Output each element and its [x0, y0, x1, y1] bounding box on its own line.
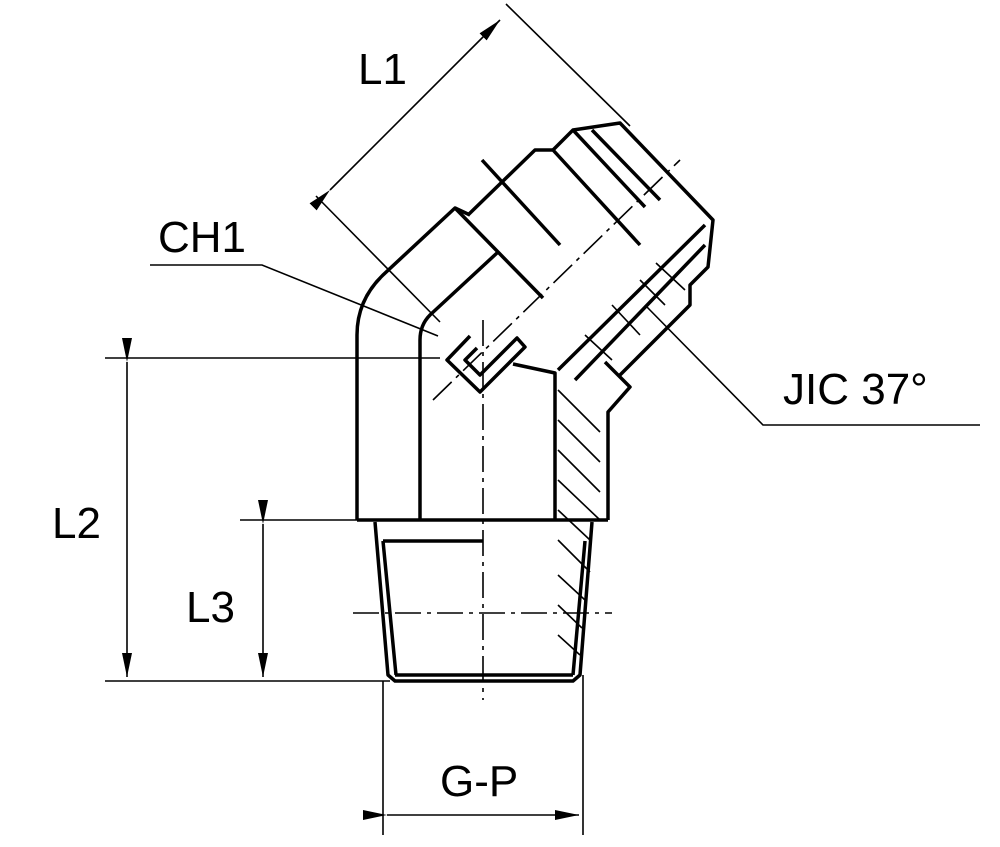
dimension-l3: L3	[186, 500, 357, 677]
label-l3: L3	[186, 583, 235, 632]
label-l2: L2	[52, 499, 101, 548]
label-gp: G-P	[440, 757, 518, 806]
label-l1: L1	[358, 45, 407, 94]
elbow-body	[355, 121, 715, 656]
leader-ch1: CH1	[150, 213, 439, 337]
centerlines	[353, 159, 681, 700]
tapered-thread	[373, 521, 594, 683]
dimension-l2: L2	[52, 338, 440, 682]
dimension-l1: L1	[309, 3, 631, 323]
label-jic: JIC 37°	[783, 365, 928, 414]
label-ch1: CH1	[158, 213, 246, 262]
dimension-gp: G-P	[363, 675, 584, 835]
leader-jic: JIC 37°	[644, 304, 980, 426]
